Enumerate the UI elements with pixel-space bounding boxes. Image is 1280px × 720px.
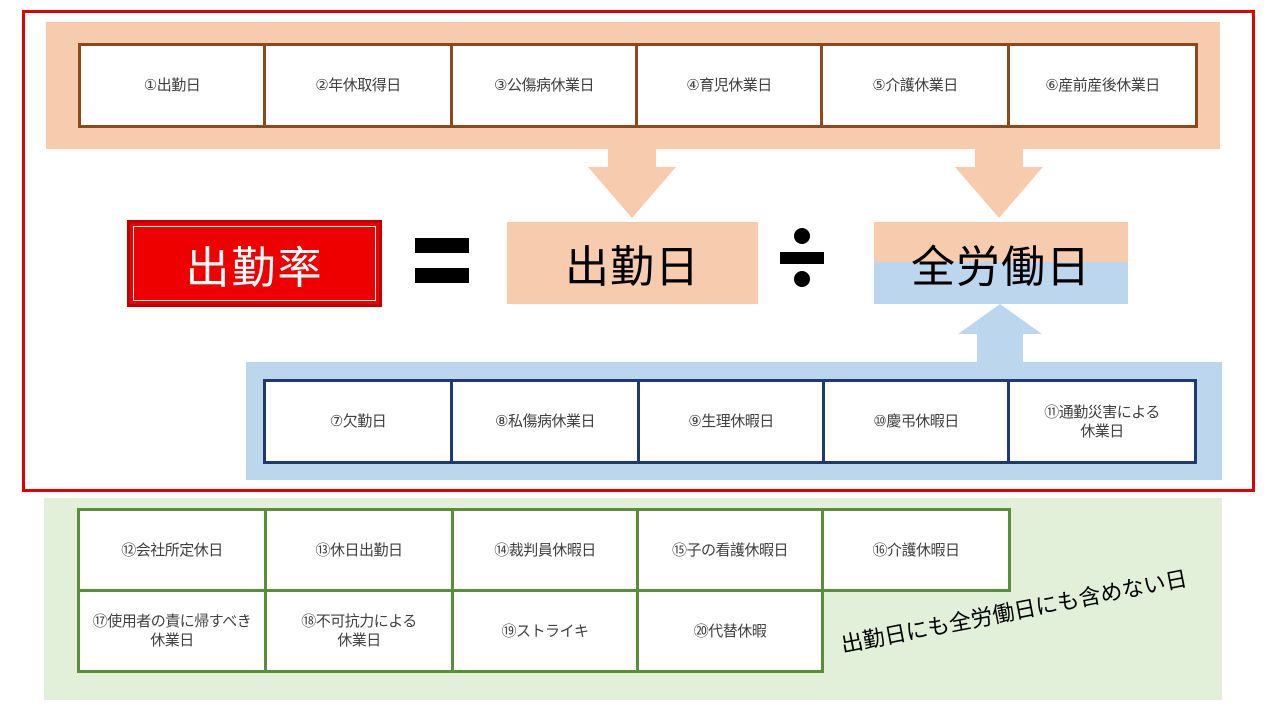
excluded-cell: ⑬休日出勤日 <box>264 508 454 592</box>
excluded-days-band: ⑫会社所定休日 ⑬休日出勤日 ⑭裁判員休暇日 ⑮子の看護休暇日 ⑯介護休暇日 ⑰… <box>44 498 1222 700</box>
down-arrow-icon <box>588 149 676 218</box>
excluded-cell: ⑮子の看護休暇日 <box>636 508 824 592</box>
down-arrow-icon <box>955 149 1043 218</box>
excluded-cell: ⑲ストライキ <box>451 589 639 673</box>
up-arrow-icon <box>958 304 1042 362</box>
attendance-rate-box: 出勤率 <box>127 220 382 307</box>
equals-sign-bottom-bar <box>415 268 469 283</box>
attendance-cell: ①出勤日 <box>78 43 266 128</box>
absence-cell: ⑪通勤災害による 休業日 <box>1007 379 1197 464</box>
division-sign-bottom-dot <box>794 271 810 287</box>
excluded-cell: ⑰使用者の責に帰すべき 休業日 <box>77 589 267 673</box>
total-working-days-box: 全労働日 <box>874 222 1128 304</box>
excluded-cell: ⑱不可抗力による 休業日 <box>264 589 454 673</box>
attendance-cell: ⑤介護休業日 <box>820 43 1010 128</box>
excluded-cell: ⑭裁判員休暇日 <box>451 508 639 592</box>
absence-cell: ⑩慶弔休暇日 <box>822 379 1010 464</box>
attendance-days-box: 出勤日 <box>507 222 758 304</box>
attendance-cell: ④育児休業日 <box>635 43 823 128</box>
excluded-cell: ⑯介護休暇日 <box>821 508 1011 592</box>
excluded-cell: ⑳代替休暇 <box>636 589 824 673</box>
absence-cell: ⑧私傷病休業日 <box>450 379 640 464</box>
absence-days-band: ⑦欠勤日 ⑧私傷病休業日 ⑨生理休暇日 ⑩慶弔休暇日 ⑪通勤災害による 休業日 <box>246 362 1222 480</box>
attendance-cell: ③公傷病休業日 <box>450 43 638 128</box>
formula-frame <box>22 10 1255 492</box>
absence-cell: ⑦欠勤日 <box>263 379 453 464</box>
attendance-cell: ⑥産前産後休業日 <box>1007 43 1198 128</box>
division-sign-bar <box>780 252 824 264</box>
excluded-cell: ⑫会社所定休日 <box>77 508 267 592</box>
attendance-days-band: ①出勤日 ②年休取得日 ③公傷病休業日 ④育児休業日 ⑤介護休業日 ⑥産前産後休… <box>46 22 1220 149</box>
absence-cell: ⑨生理休暇日 <box>637 379 825 464</box>
equals-sign-top-bar <box>415 238 469 253</box>
division-sign-top-dot <box>794 228 810 244</box>
